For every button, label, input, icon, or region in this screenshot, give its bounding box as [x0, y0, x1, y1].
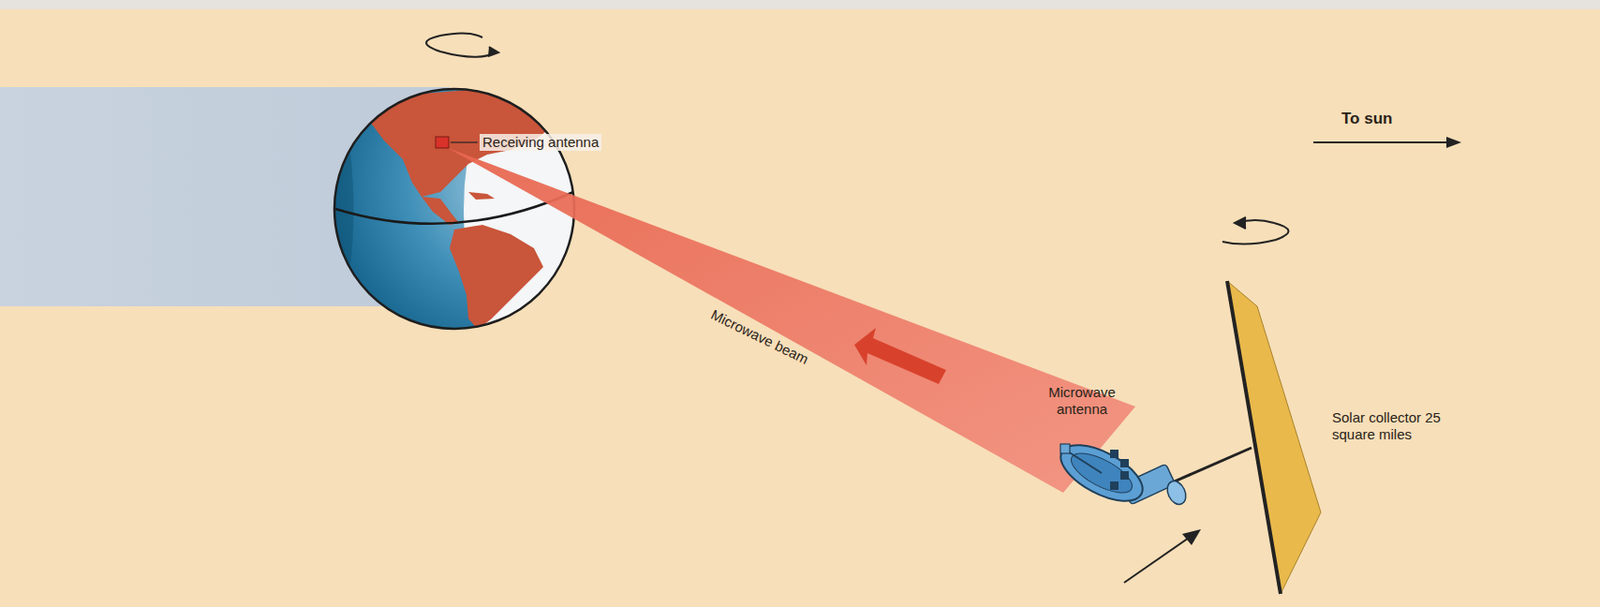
receiving-antenna-symbol — [435, 136, 449, 149]
leader-line — [450, 141, 478, 143]
top-strip — [0, 0, 1600, 10]
rotation-arrow — [426, 32, 499, 57]
rotation-arrow — [1222, 217, 1289, 245]
microwave-antenna — [1051, 433, 1189, 513]
solar-collector — [1227, 281, 1321, 594]
pointer-arrow — [1124, 529, 1201, 583]
sun-direction-arrow — [1313, 136, 1462, 149]
beam-arrow — [854, 327, 947, 385]
microwave-beam — [447, 148, 1136, 493]
part-label: Microwave antenna — [1039, 384, 1125, 418]
earth-globe — [327, 84, 581, 338]
direction-label: To sun — [1341, 110, 1393, 128]
part-label: Solar collector 25 square miles — [1332, 409, 1443, 444]
part-label: Receiving antenna — [479, 133, 602, 151]
